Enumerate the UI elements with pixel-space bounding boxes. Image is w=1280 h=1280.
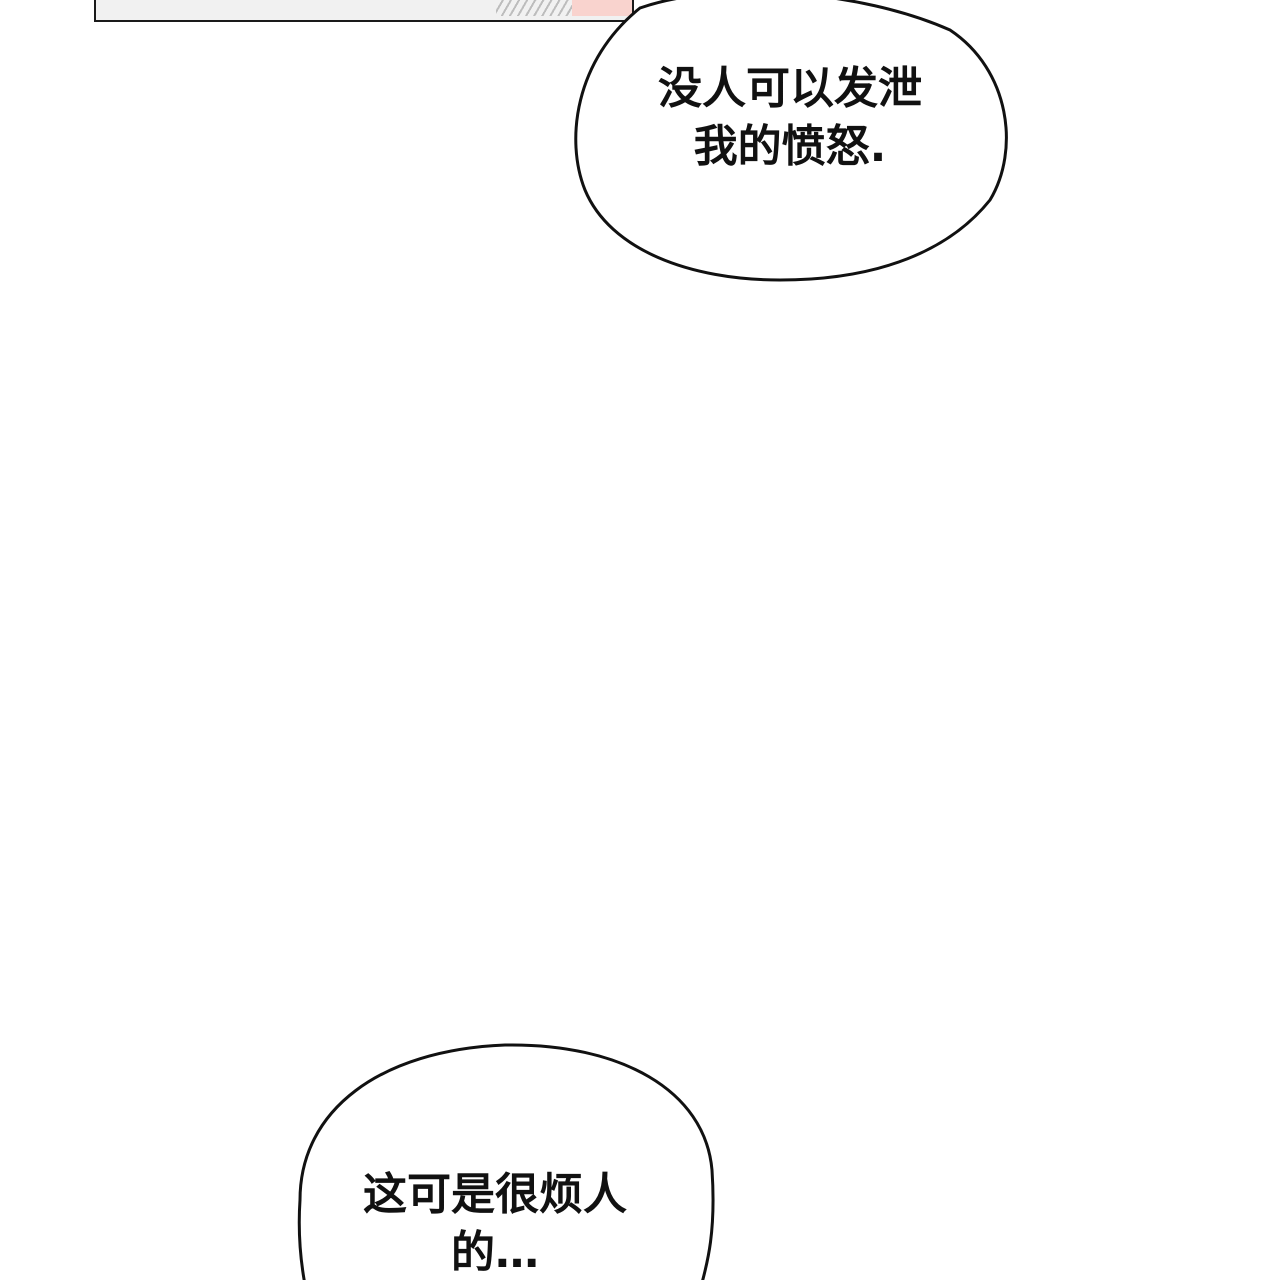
speech-bubble-1-line-1: 没人可以发泄 <box>658 63 922 114</box>
panel-hatching <box>496 0 586 16</box>
speech-bubble-2-line-1: 这可是很烦人 <box>363 1169 627 1220</box>
speech-bubble-2-text: 这可是很烦人 的… <box>320 1166 670 1280</box>
speech-bubble-1-line-2: 我的愤怒. <box>693 121 887 172</box>
speech-bubble-2-line-2: 的… <box>451 1227 539 1278</box>
panel-skin-area <box>572 0 632 16</box>
speech-bubble-1-outline <box>574 0 1008 282</box>
speech-bubble-2-outline <box>297 1043 715 1280</box>
previous-panel-edge <box>94 0 634 22</box>
speech-bubble-1-text: 没人可以发泄 我的愤怒. <box>600 60 980 176</box>
